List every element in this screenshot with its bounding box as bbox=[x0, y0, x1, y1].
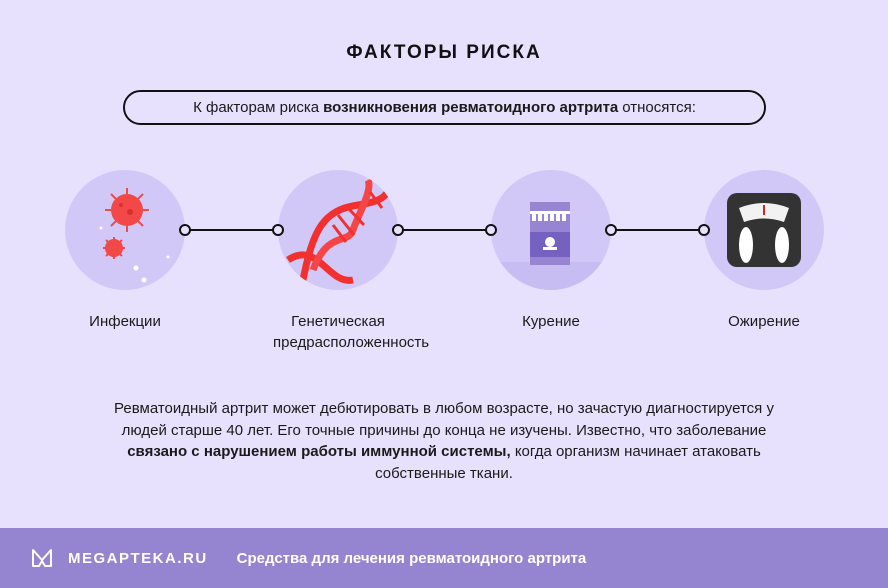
connector bbox=[611, 229, 704, 231]
factor-label: Генетическая предрасположенность bbox=[273, 313, 430, 351]
intro-box: К факторам риска возникновения ревматоид… bbox=[123, 90, 766, 125]
dna-icon bbox=[286, 170, 397, 284]
factor-label: Курение bbox=[522, 313, 580, 330]
description-paragraph: Ревматоидный артрит может дебютировать в… bbox=[100, 398, 788, 484]
intro-text-end: относятся: bbox=[622, 99, 696, 116]
connector-dot bbox=[605, 224, 617, 236]
connector-dot bbox=[392, 224, 404, 236]
brand-name: MEGAPTEKA.RU bbox=[68, 549, 208, 567]
connector-dot bbox=[272, 224, 284, 236]
description-text: Ревматоидный артрит может дебютировать в… bbox=[114, 400, 774, 439]
description-text-end: когда организм начинает атаковать собств… bbox=[375, 443, 761, 482]
factor-genetics-circle bbox=[278, 170, 398, 290]
connector-dot bbox=[698, 224, 710, 236]
connector bbox=[398, 229, 491, 231]
connector bbox=[185, 229, 278, 231]
connector-dot bbox=[485, 224, 497, 236]
factor-label: Ожирение bbox=[728, 313, 800, 330]
intro-bold: возникновения ревматоидного артрита bbox=[323, 99, 619, 116]
brand-logo[interactable]: MEGAPTEKA.RU bbox=[30, 547, 208, 569]
factor-infections-circle bbox=[65, 170, 185, 290]
page-title: ФАКТОРЫ РИСКА bbox=[346, 42, 542, 63]
virus-icon bbox=[99, 188, 170, 283]
factor-smoking-circle bbox=[491, 170, 611, 290]
factor-label: Инфекции bbox=[89, 313, 161, 330]
footer: MEGAPTEKA.RU Средства для лечения ревмат… bbox=[0, 528, 888, 588]
connector-dot bbox=[179, 224, 191, 236]
intro-text: К факторам риска bbox=[193, 99, 320, 116]
cigarette-pack-icon bbox=[491, 202, 611, 290]
description-bold: связано с нарушением работы иммунной сис… bbox=[127, 443, 511, 460]
footer-link[interactable]: Средства для лечения ревматоидного артри… bbox=[236, 549, 587, 567]
factor-obesity-circle bbox=[704, 170, 824, 290]
megapteka-logo-icon bbox=[32, 549, 52, 567]
scale-icon bbox=[727, 193, 801, 267]
